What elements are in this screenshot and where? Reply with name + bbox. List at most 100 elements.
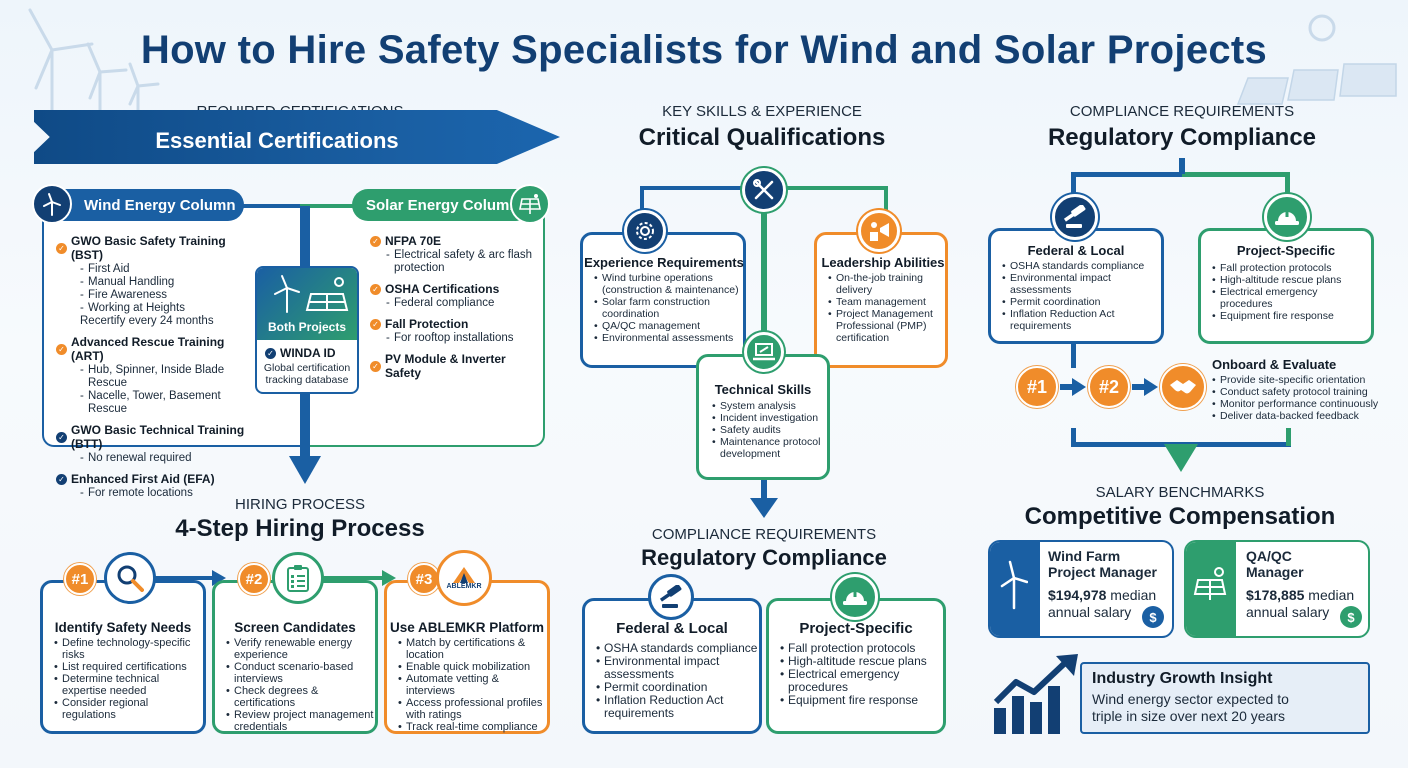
list-item: Fall protection protocols <box>1212 262 1370 274</box>
solar-cert-detail: Federal compliance <box>386 297 540 310</box>
compliance-right-mid-line <box>1071 342 1076 368</box>
salary-card-wind-suffix: median <box>1110 587 1157 603</box>
list-item: Permit coordination <box>1002 296 1160 308</box>
cert-connector-left <box>238 204 308 208</box>
salary-card-wind-amount: $194,978 <box>1048 587 1107 603</box>
compliance-center-headline: Regulatory Compliance <box>641 545 887 570</box>
wind-cert-detail: For remote locations <box>80 487 252 500</box>
list-item: Wind turbine operations (construction & … <box>594 272 744 296</box>
solar-cert-title: ✓PV Module & Inverter Safety <box>370 352 540 380</box>
salary-card-qa-amount-row: $178,885 median <box>1246 587 1368 603</box>
certifications-banner-arrow <box>34 110 560 164</box>
gear-icon <box>624 210 666 252</box>
laptop-icon <box>744 332 784 372</box>
gavel-icon <box>648 574 694 620</box>
list-item: Access professional profiles with rating… <box>398 697 548 721</box>
compliance-right-bottom-connector <box>1071 428 1076 446</box>
skills-connector-right-down <box>884 186 888 216</box>
list-item: Incident investigation <box>712 412 826 424</box>
salary-card-qa-role: QA/QC Manager <box>1246 548 1304 580</box>
both-projects-card: Both Projects ✓WINDA ID Global certifica… <box>255 266 359 394</box>
salary-headline: Competitive Compensation <box>1024 503 1336 530</box>
wind-cert-details: No renewal required <box>80 452 252 465</box>
compliance-right-project-title: Project-Specific <box>1236 243 1336 258</box>
megaphone-icon <box>858 210 900 252</box>
list-item: Track real-time compliance <box>398 721 548 733</box>
list-item: Permit coordination <box>596 681 758 695</box>
list-item: Match by certifications & location <box>398 637 548 661</box>
compliance-right-bottom-connector-3 <box>1286 428 1291 446</box>
list-item: Environmental impact assessments <box>1002 272 1160 296</box>
tools-icon <box>742 168 786 212</box>
list-item: On-the-job training delivery <box>828 272 946 296</box>
salary-card-wind <box>988 540 1174 638</box>
solar-panels-decoration <box>1236 14 1397 105</box>
skills-kicker: KEY SKILLS & EXPERIENCE <box>662 103 862 120</box>
onboard-list: Provide site-specific orientation Conduc… <box>1212 374 1392 422</box>
hiring-kicker: HIRING PROCESS <box>234 496 366 513</box>
magnifier-icon <box>104 552 156 604</box>
hard-hat-icon <box>1264 194 1310 240</box>
hiring-step-1-badge: #1 <box>64 563 96 595</box>
list-item: Automate vetting & interviews <box>398 673 548 697</box>
check-icon: ✓ <box>56 242 67 254</box>
wind-cert-title: ✓GWO Basic Safety Training (BST) <box>56 234 252 262</box>
check-icon: ✓ <box>370 235 381 247</box>
list-item: Maintenance protocol development <box>712 436 826 460</box>
list-item: QA/QC management <box>594 320 744 332</box>
compliance-right-left-down <box>1071 172 1076 200</box>
wind-cert-title: ✓Enhanced First Aid (EFA) <box>56 472 252 486</box>
wind-cert-details: Hub, Spinner, Inside Blade Rescue Nacell… <box>80 364 252 416</box>
compliance-right-federal-title: Federal & Local <box>1027 243 1125 258</box>
wind-cert-list: ✓GWO Basic Safety Training (BST) First A… <box>56 234 252 500</box>
check-icon: ✓ <box>370 283 381 295</box>
hiring-step-3-list: Match by certifications & location Enabl… <box>398 637 548 733</box>
salary-card-wind-period: annual salary <box>1048 604 1132 620</box>
list-item: Inflation Reduction Act requirements <box>596 694 758 720</box>
salary-card-qa <box>1184 540 1370 638</box>
wind-turbine-icon <box>1000 560 1028 610</box>
hiring-step-3-title: Use ABLEMKR Platform <box>389 620 545 635</box>
check-icon: ✓ <box>370 360 381 372</box>
compliance-center-kicker: COMPLIANCE REQUIREMENTS <box>651 526 877 543</box>
hiring-headline: 4-Step Hiring Process <box>175 515 425 542</box>
winda-id-title: ✓WINDA ID <box>265 346 357 360</box>
hiring-step-2-title: Screen Candidates <box>234 620 356 635</box>
list-item: OSHA standards compliance <box>596 642 758 656</box>
list-item: High-altitude rescue plans <box>780 655 942 669</box>
wind-cert-detail: Manual Handling <box>80 276 252 289</box>
skills-connector-center <box>761 200 767 340</box>
compliance-right-top-connector-2 <box>1182 172 1288 177</box>
list-item: Team management <box>828 296 946 308</box>
solar-energy-pill-label: Solar Energy Column <box>366 196 519 214</box>
hard-hat-icon <box>832 574 878 620</box>
wind-cert-details: First Aid Manual Handling Fire Awareness… <box>80 263 252 328</box>
hiring-connector-1 <box>120 576 220 580</box>
solar-panel-icon <box>1193 567 1227 600</box>
insight-card <box>1080 662 1370 734</box>
check-icon: ✓ <box>56 431 67 443</box>
list-item: List required certifications <box>54 661 204 673</box>
clipboard-icon <box>272 552 324 604</box>
list-item: Determine technical expertise needed <box>54 673 204 697</box>
list-item: Define technology-specific risks <box>54 637 204 661</box>
both-projects-label: Both Projects <box>267 320 346 334</box>
compliance-right-project-list: Fall protection protocols High-altitude … <box>1212 262 1370 322</box>
compliance-right-right-down <box>1285 172 1290 200</box>
wind-cert-detail: Nacelle, Tower, Basement Rescue <box>80 390 252 416</box>
hiring-step-3-badge: #3 <box>408 563 440 595</box>
arrow-right-icon <box>1132 378 1158 396</box>
technical-list: System analysis Incident investigation S… <box>712 400 826 460</box>
solar-cert-details: For rooftop installations <box>386 332 540 345</box>
list-item: Environmental assessments <box>594 332 744 344</box>
wind-cert-detail: Recertify every 24 months <box>80 315 214 327</box>
hiring-step-1-title: Identify Safety Needs <box>54 620 192 635</box>
skills-headline: Critical Qualifications <box>638 124 886 151</box>
skills-connector-left-down <box>640 186 644 216</box>
winda-id-text: Global certification tracking database <box>263 362 351 386</box>
cert-down-arrow <box>289 456 321 484</box>
salary-card-wind-amount-row: $194,978 median <box>1048 587 1172 603</box>
onboard-badge-2: #2 <box>1088 366 1130 408</box>
skills-down-arrow <box>750 498 778 518</box>
salary-card-qa-suffix: median <box>1308 587 1355 603</box>
